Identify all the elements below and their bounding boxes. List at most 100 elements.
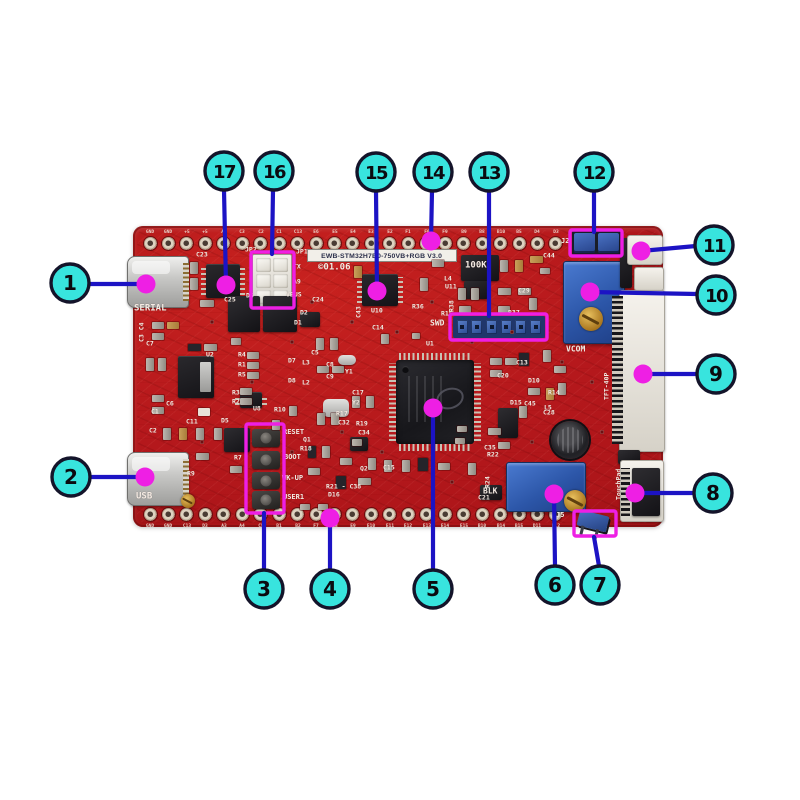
board-name-strip: EWB-STM32H7B0-750VB+RGB V3.0 <box>307 249 457 262</box>
passive-component <box>543 350 551 362</box>
passive-component <box>340 458 352 465</box>
silkscreen-label: R36 <box>412 303 424 311</box>
passive-component <box>490 358 502 365</box>
silkscreen-label: R22 <box>487 451 499 459</box>
passive-component <box>152 322 164 329</box>
silkscreen-label: L3 <box>302 359 310 367</box>
passive-component <box>152 333 164 340</box>
pin-label: GND <box>164 229 173 235</box>
inductor-l5 <box>551 421 589 459</box>
silkscreen-label: R1 <box>238 361 246 369</box>
silkscreen-label: USER1 <box>283 493 305 501</box>
silkscreen-label: C34 <box>358 429 370 437</box>
silkscreen-label: C45 <box>524 400 536 408</box>
callout-3-number: 3 <box>257 577 271 601</box>
pin-label: F7 <box>313 523 319 529</box>
pin-hole <box>328 237 341 250</box>
pin-label: E2 <box>387 229 393 235</box>
mcu-u1 <box>388 352 482 452</box>
qfp-pins-right <box>474 363 481 441</box>
pin-hole <box>475 237 489 250</box>
via <box>600 430 604 434</box>
silkscreen-label: C17 <box>352 389 364 397</box>
j2-jumpers <box>572 231 621 255</box>
passive-component <box>247 352 259 359</box>
silkscreen-label: Y1 <box>345 368 353 376</box>
passive-component <box>457 426 467 432</box>
silkscreen-label: TFT-40P <box>603 372 611 400</box>
mount-screw <box>181 494 195 508</box>
passive-component <box>317 366 329 373</box>
callout-6-number: 6 <box>548 573 562 597</box>
fpc-latch-upper <box>627 235 663 265</box>
silkscreen-label: U10 <box>371 307 383 315</box>
via <box>290 450 294 454</box>
callout-12-circle <box>573 151 615 193</box>
silkscreen-label: C29 <box>518 287 530 295</box>
pin-hole <box>235 508 249 521</box>
callout-14-number: 14 <box>422 163 445 184</box>
silkscreen-label: C3 C4 <box>138 322 146 342</box>
passive-component <box>231 338 241 345</box>
silkscreen-label: R21 - C38 <box>326 483 362 491</box>
silkscreen-label: C7 <box>146 340 154 348</box>
silkscreen-label: R3 <box>232 389 240 397</box>
serial-usb-connector <box>127 256 189 308</box>
passive-component <box>322 446 330 458</box>
passive-component <box>158 358 166 371</box>
passive-component <box>240 398 252 405</box>
passive-component <box>196 428 204 440</box>
passive-component <box>167 322 179 329</box>
qfp-pins-top <box>399 353 471 360</box>
passive-component <box>336 476 346 489</box>
passive-component <box>352 396 360 408</box>
d15-diode <box>498 408 518 438</box>
silkscreen-label: C43 <box>355 306 363 318</box>
via <box>200 440 204 444</box>
fpc-latch-lower <box>634 267 664 291</box>
pin-label: E4 <box>350 229 356 235</box>
passive-component <box>554 366 566 373</box>
via <box>530 440 534 444</box>
passive-component <box>316 338 324 350</box>
passive-component <box>190 278 198 290</box>
silkscreen-label: VCOM <box>566 345 586 354</box>
passive-component <box>204 344 217 351</box>
passive-component <box>471 288 479 300</box>
silkscreen-label: C5 <box>311 349 319 357</box>
passive-component <box>247 362 259 369</box>
passive-component <box>317 413 325 425</box>
backlight-trimpot <box>506 462 586 512</box>
jumper-pin <box>256 258 271 272</box>
boot-button <box>252 451 280 469</box>
via <box>450 480 454 484</box>
u10-chip <box>357 274 403 306</box>
pin-hole <box>143 237 157 250</box>
jumper-cap <box>574 233 595 253</box>
pin-hole <box>401 237 415 250</box>
pin-label: E3 <box>368 229 375 235</box>
callout-7-circle <box>579 564 621 606</box>
pin-hole <box>328 508 341 521</box>
passive-component <box>381 334 389 344</box>
qfp-pins-left <box>389 363 396 441</box>
pin-label: E15 <box>459 523 468 529</box>
callout-14-circle <box>412 151 454 193</box>
silkscreen-label: R19 <box>356 420 368 428</box>
pin-label: B14 <box>496 523 505 529</box>
silkscreen-label: R14 <box>548 389 560 397</box>
silkscreen-label: R9 <box>187 470 195 478</box>
via <box>310 300 314 304</box>
silkscreen-label: C24 <box>312 296 324 304</box>
callout-10-number: 10 <box>705 286 728 307</box>
passive-component <box>354 266 362 278</box>
passive-component <box>200 300 214 307</box>
passive-component <box>412 333 420 339</box>
silkscreen-label: C15 <box>383 464 395 472</box>
pin-label: +5 <box>202 229 209 235</box>
silkscreen-label: R10 <box>274 406 286 414</box>
pin-label: B9 <box>460 229 467 235</box>
silkscreen-label: R15 <box>441 310 453 318</box>
pin-label: B15 <box>514 523 524 529</box>
passive-component <box>558 383 566 395</box>
